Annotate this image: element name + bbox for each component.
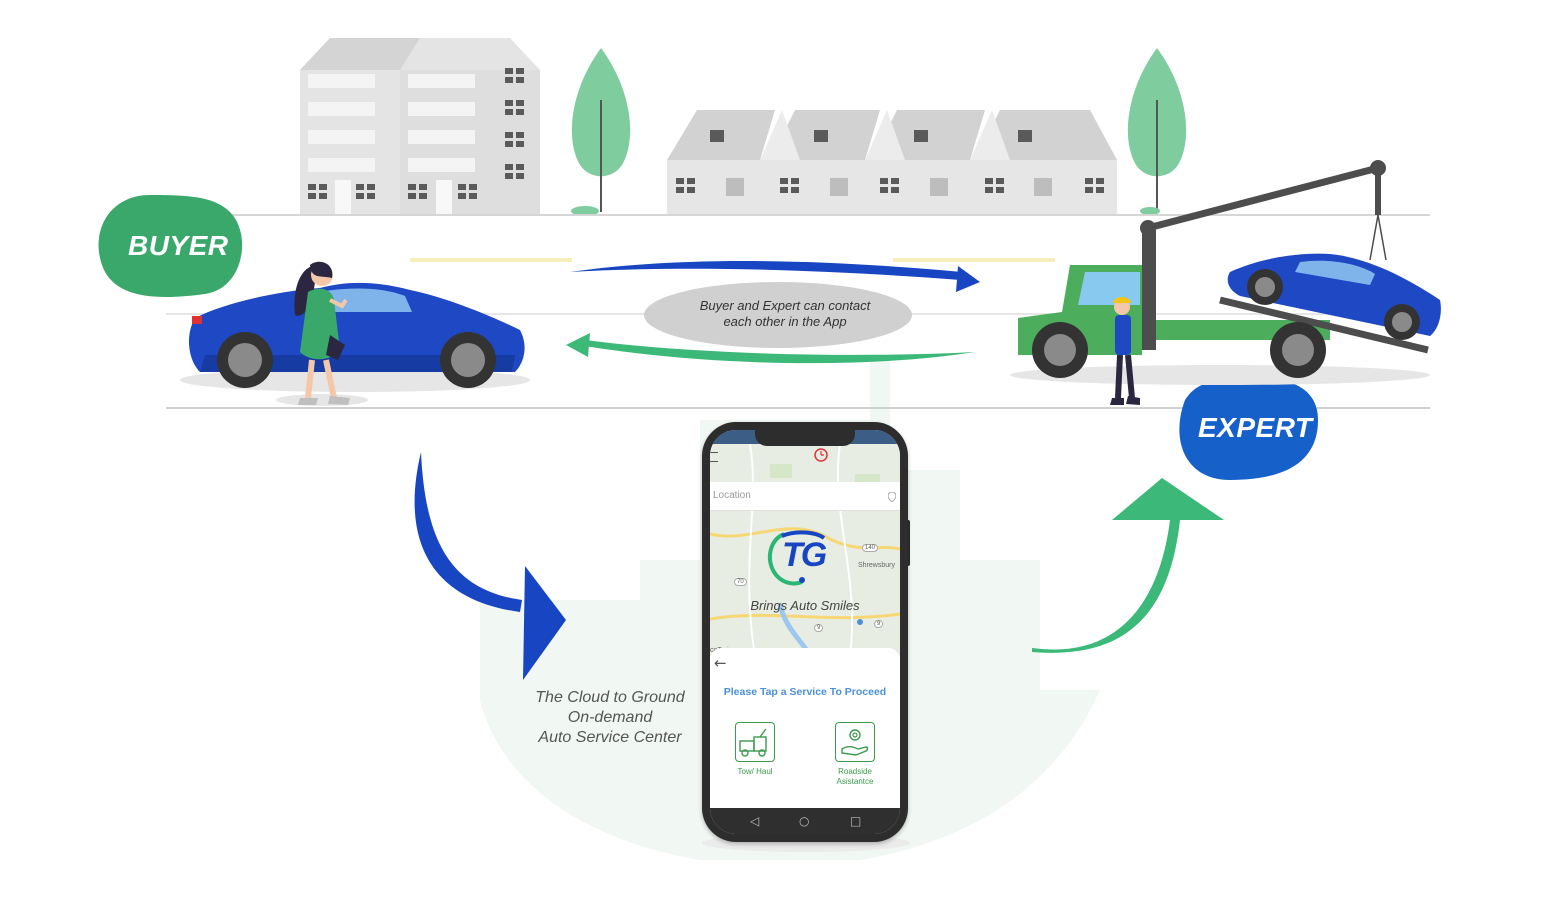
location-pin-icon [887, 489, 897, 503]
app-tagline: Brings Auto Smiles [750, 598, 860, 613]
expert-label: EXPERT [1198, 412, 1313, 443]
tg-logo: TG [762, 528, 852, 588]
service-tow-haul-label: Tow/ Haul [737, 767, 773, 776]
arrow-to-expert [1032, 478, 1224, 653]
nav-back-button[interactable]: ◁ [750, 814, 760, 828]
contact-bubble [644, 282, 912, 348]
tow-truck [1010, 160, 1441, 405]
nav-home-button[interactable]: ○ [799, 814, 810, 828]
route-label-70: 70 [734, 578, 747, 586]
tg-logo-text: TG [782, 536, 827, 574]
back-arrow-button[interactable]: ← [714, 654, 727, 672]
contact-caption: Buyer and Expert can contact each other … [660, 298, 910, 330]
route-label-9b: 9 [874, 620, 884, 628]
expert-badge [1179, 377, 1318, 480]
cloud-caption-line2: On-demand [567, 709, 653, 726]
apartment-buildings [300, 38, 540, 215]
service-prompt: Please Tap a Service To Proceed [723, 686, 887, 698]
service-tow-haul[interactable]: Tow/ Haul [720, 722, 790, 777]
arrow-expert-to-buyer [566, 333, 975, 364]
location-search[interactable]: Location [710, 482, 900, 511]
row-houses [667, 110, 1117, 215]
phone-mockup: Shrewsbury coTarium 140 70 9 9 Location … [702, 422, 908, 842]
phone-side-button [906, 520, 910, 566]
map-label-shrewsbury: Shrewsbury [858, 562, 895, 569]
android-nav-bar: ◁ ○ □ [710, 808, 900, 834]
contact-caption-line2: each other in the App [723, 314, 847, 329]
phone-screen: Shrewsbury coTarium 140 70 9 9 Location … [710, 430, 900, 834]
service-roadside-label: Roadside Asistantce [836, 767, 874, 786]
alarm-icon[interactable] [813, 446, 829, 462]
tree-left [571, 48, 631, 216]
location-placeholder: Location [713, 490, 751, 501]
route-label-9a: 9 [814, 624, 824, 632]
buyer-badge [98, 195, 243, 297]
roadside-assistance-icon [835, 722, 875, 762]
menu-icon[interactable] [710, 452, 718, 462]
tow-truck-icon [735, 722, 775, 762]
contact-caption-line1: Buyer and Expert can contact [699, 298, 871, 313]
buyer-label: BUYER [128, 230, 229, 261]
route-label-140: 140 [862, 544, 879, 552]
map-view[interactable]: Shrewsbury coTarium 140 70 9 9 [710, 444, 900, 656]
tree-right [1127, 48, 1187, 215]
nav-recent-button[interactable]: □ [850, 814, 862, 828]
cloud-caption-line3: Auto Service Center [538, 729, 682, 746]
cloud-caption: The Cloud to Ground On-demand Auto Servi… [520, 688, 700, 748]
service-roadside[interactable]: Roadside Asistantce [820, 722, 890, 787]
arrow-to-app [414, 452, 566, 680]
buyer-car [180, 282, 530, 392]
buyer-person [276, 261, 368, 406]
service-sheet: ← Please Tap a Service To Proceed Tow/ H… [710, 648, 900, 808]
phone-notch [755, 430, 855, 446]
cloud-caption-line1: The Cloud to Ground [535, 689, 685, 706]
arrow-buyer-to-expert [570, 261, 980, 292]
